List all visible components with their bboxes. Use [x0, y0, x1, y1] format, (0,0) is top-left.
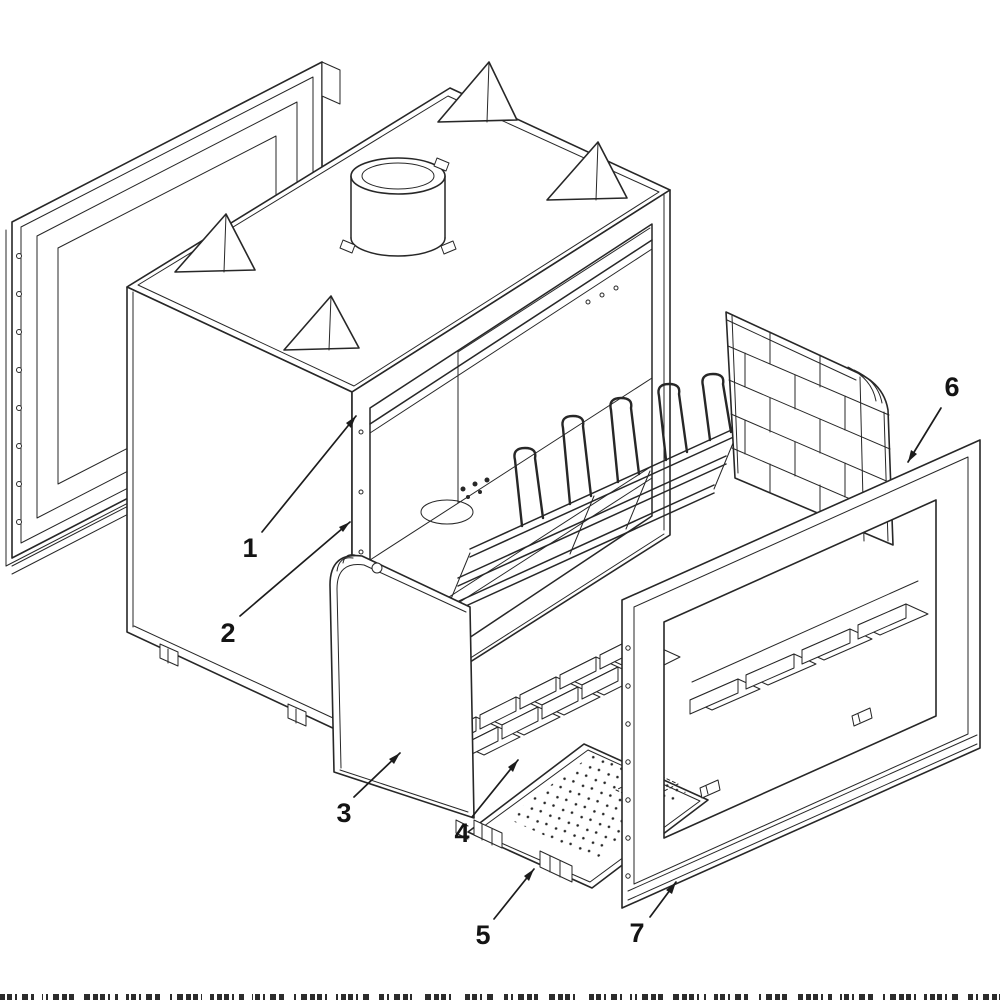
brick-courses	[727, 331, 893, 518]
grate-tube	[701, 372, 733, 442]
collar-tab-right	[440, 240, 457, 255]
frame-clip	[851, 707, 873, 727]
callout-1-label: 1	[242, 533, 257, 563]
gusset-back	[437, 61, 518, 123]
collar-tab-top	[433, 157, 450, 172]
callout-4: 4	[454, 759, 519, 848]
front-frame-band	[621, 439, 981, 909]
callouts: 1 2 3 4 5 6 7	[220, 372, 959, 950]
callout-4-label: 4	[454, 818, 469, 848]
log-grate	[445, 372, 739, 616]
callout-7: 7	[629, 881, 677, 948]
rear-panel-flange	[321, 61, 341, 105]
frame-clip	[699, 779, 721, 799]
callout-3: 3	[336, 752, 401, 828]
gusset-front	[283, 295, 360, 351]
cropped-caption-strip	[0, 994, 1000, 1000]
gusset-right	[546, 141, 628, 201]
base-pan-tab	[473, 819, 503, 849]
rear-brick-panel	[725, 311, 894, 546]
callout-2-arrow	[339, 522, 350, 532]
grate-tube	[513, 446, 545, 528]
callout-5-arrow	[524, 869, 534, 881]
callout-6: 6	[907, 372, 960, 463]
callout-3-label: 3	[336, 798, 351, 828]
rear-panel-holes	[16, 253, 22, 525]
callout-2-label: 2	[220, 618, 235, 648]
grate-tube	[657, 382, 689, 462]
grate-tube	[609, 396, 641, 484]
bricks-through-opening	[689, 580, 929, 715]
callout-3-arrow	[389, 753, 400, 764]
callout-6-label: 6	[944, 372, 959, 402]
firebox-top-hem	[137, 95, 660, 387]
base-pan-tab	[539, 850, 573, 883]
callout-1: 1	[242, 415, 357, 563]
corner-gussets	[174, 61, 628, 351]
callout-5-label: 5	[475, 920, 490, 950]
floor-air-hole	[420, 499, 474, 525]
front-frame	[621, 439, 981, 909]
interior-floor-line	[369, 377, 653, 561]
side-refractory-panel	[329, 554, 475, 819]
interior-ceiling-line	[457, 227, 651, 353]
callout-2: 2	[220, 521, 351, 648]
collar-tab-left	[339, 239, 356, 254]
front-frame-holes	[625, 645, 631, 879]
mounting-feet	[159, 643, 307, 727]
callout-7-label: 7	[629, 918, 644, 948]
base-pan-hook	[455, 819, 469, 840]
callout-6-arrow	[908, 450, 917, 462]
gusset-left	[174, 213, 256, 273]
callout-5: 5	[475, 868, 535, 950]
callout-1-arrow	[346, 416, 356, 428]
grate-tube	[561, 414, 593, 506]
side-panel-hole	[371, 562, 383, 574]
flue-collar	[339, 157, 457, 257]
callout-7-arrow	[666, 882, 676, 894]
opening-header-bar	[369, 239, 653, 425]
callout-4-arrow	[508, 760, 518, 772]
